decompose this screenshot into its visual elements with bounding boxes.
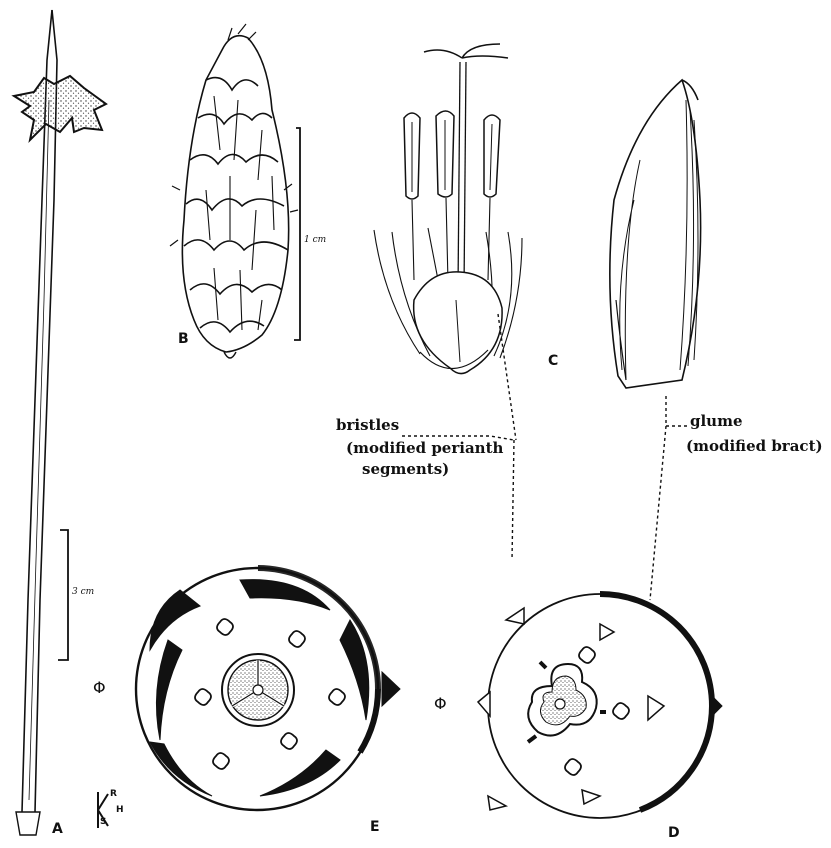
scale-label-a: 3 cm xyxy=(72,588,94,597)
figure-glume xyxy=(610,80,701,388)
figure-b-spike xyxy=(170,24,298,358)
panel-label-e: E xyxy=(370,820,380,834)
figure-a-spikelet xyxy=(14,76,106,140)
floral-axis-symbol-d: Φ xyxy=(434,696,447,712)
panel-label-c: C xyxy=(548,354,558,368)
glume-label: glume xyxy=(690,414,743,429)
scale-bar-a xyxy=(58,530,68,660)
monogram-h: H xyxy=(116,806,124,815)
panel-label-d: D xyxy=(668,826,680,840)
monogram-r: R xyxy=(110,790,117,799)
glume-note: (modified bract) xyxy=(686,439,823,454)
bristles-label: bristles xyxy=(336,418,399,433)
monogram-s: S xyxy=(100,818,106,827)
panel-label-a: A xyxy=(52,822,63,836)
figure-d-diagram xyxy=(478,594,722,818)
bristles-note-line2: segments) xyxy=(362,462,449,477)
figure-e-diagram xyxy=(136,568,400,810)
scale-bar-b xyxy=(294,128,300,340)
panel-label-b: B xyxy=(178,332,189,346)
scale-label-b: 1 cm xyxy=(304,236,326,245)
bristles-note-line1: (modified perianth xyxy=(346,441,503,456)
floral-axis-symbol-e: Φ xyxy=(93,680,106,696)
artist-monogram: R S H xyxy=(94,790,128,830)
figure-c-flower xyxy=(374,44,522,374)
